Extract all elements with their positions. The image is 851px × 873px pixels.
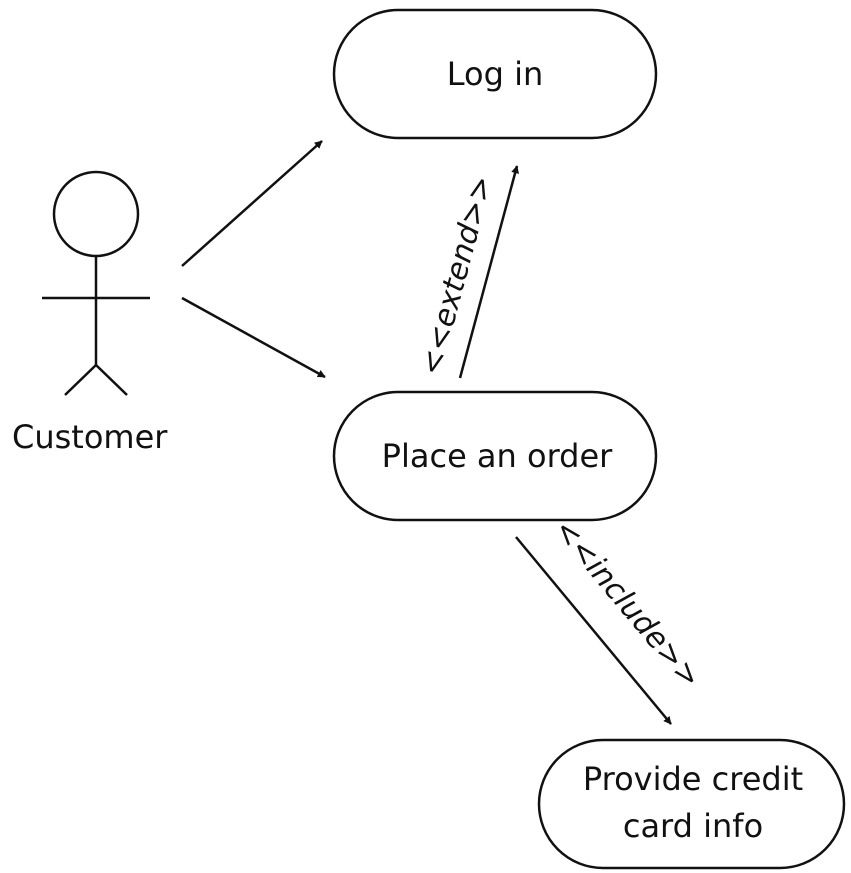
- actor-label: Customer: [12, 418, 168, 456]
- actor-left-leg: [64, 364, 97, 396]
- use-case-login-label: Log in: [447, 55, 544, 93]
- use-case-provide-credit-shape: [537, 738, 846, 870]
- use-case-provide-credit-label-line2: card info: [623, 807, 763, 845]
- use-case-place-order-label: Place an order: [382, 437, 613, 475]
- use-case-login-shape: [332, 8, 658, 140]
- actor-head: [52, 170, 140, 258]
- include-arrow: [515, 536, 672, 725]
- use-case-login[interactable]: Log in: [332, 8, 658, 140]
- actor-right-leg: [95, 364, 128, 396]
- extend-arrow: [458, 165, 519, 379]
- use-case-provide-credit-label-line1: Provide credit: [583, 760, 803, 798]
- customer-actor[interactable]: [42, 170, 150, 396]
- use-case-place-order[interactable]: Place an order: [332, 390, 658, 522]
- association-arrow-login: [181, 140, 323, 267]
- use-case-provide-credit[interactable]: Provide credit card info: [537, 738, 846, 870]
- use-case-place-order-shape: [332, 390, 658, 522]
- association-arrow-place-order: [181, 296, 326, 379]
